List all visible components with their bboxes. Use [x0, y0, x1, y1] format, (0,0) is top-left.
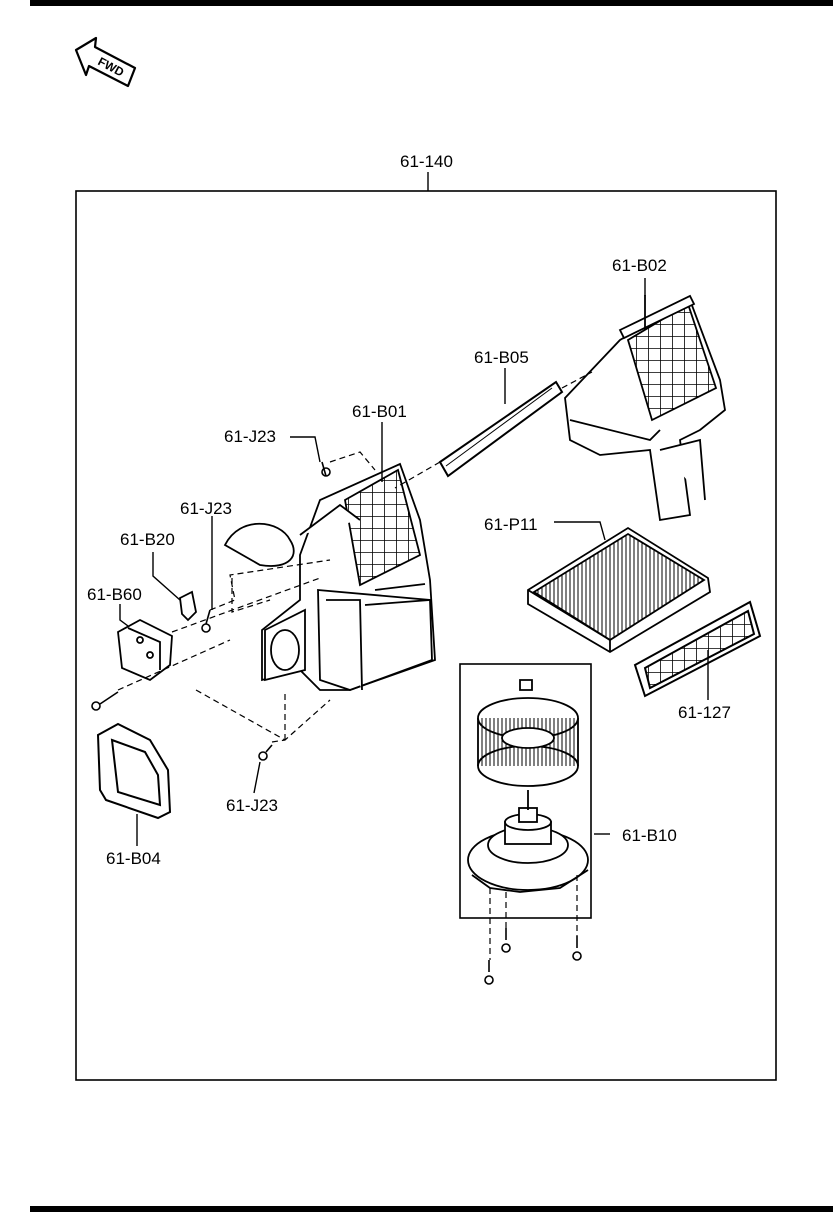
- part-b02-intake-case: [564, 294, 726, 522]
- callout-61-p11: 61-P11: [484, 515, 538, 534]
- callout-61-b10: 61-B10: [622, 826, 677, 845]
- part-b60-resistor: [117, 618, 173, 682]
- part-b01-blower-case: [223, 462, 436, 691]
- part-b04-seal: [96, 722, 172, 820]
- screw-icon: [91, 691, 119, 711]
- bottom-rule: [30, 1206, 833, 1212]
- callout-61-j23-mid: 61-J23: [180, 499, 232, 518]
- callout-61-b04: 61-B04: [106, 849, 161, 868]
- callout-61-b20: 61-B20: [120, 530, 175, 549]
- screw-icon: [258, 744, 273, 761]
- blower-subframe: [459, 663, 592, 919]
- callout-61-b05: 61-B05: [474, 348, 529, 367]
- part-b10-blower-fan: [477, 679, 579, 787]
- part-b20-bracket: [179, 590, 197, 622]
- screw-icon: [484, 960, 494, 985]
- fwd-arrow-icon: FWD: [74, 36, 137, 88]
- part-p11-filter: [527, 526, 711, 654]
- top-rule: [30, 0, 833, 6]
- screw-icon: [572, 936, 582, 961]
- callout-61-127: 61-127: [678, 703, 731, 722]
- part-b10-blower-motor: [467, 790, 589, 893]
- callout-leaders: [119, 278, 709, 846]
- screw-icon: [501, 928, 511, 953]
- part-127-cover: [633, 600, 762, 698]
- callout-61-b60: 61-B60: [87, 585, 142, 604]
- screw-icon: [201, 609, 211, 633]
- screw-icon: [321, 461, 331, 477]
- assembly-frame: [75, 190, 777, 1081]
- callout-61-j23-top: 61-J23: [224, 427, 276, 446]
- part-b05-door: [438, 380, 564, 478]
- callout-61-j23-bottom: 61-J23: [226, 796, 278, 815]
- callout-61-b01: 61-B01: [352, 402, 407, 421]
- assembly-part-number: 61-140: [400, 152, 453, 171]
- assembly-dashed-lines: [117, 371, 593, 960]
- callout-61-b02: 61-B02: [612, 256, 667, 275]
